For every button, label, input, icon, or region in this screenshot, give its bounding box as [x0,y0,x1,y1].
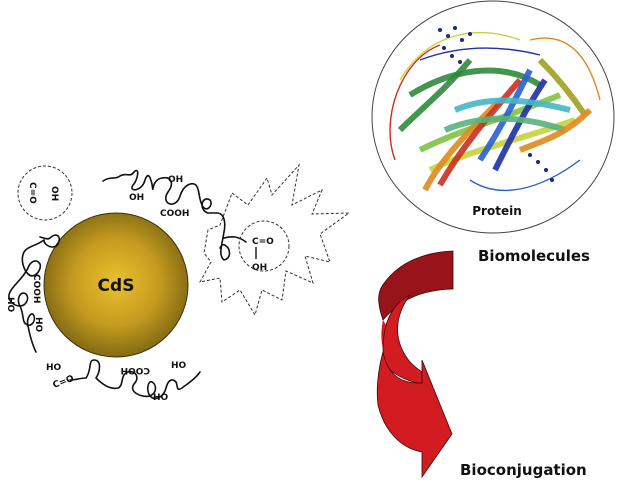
ligand-atom [450,54,454,58]
protein-beta-strand [537,57,588,117]
cds-label: CdS [98,276,135,296]
carboxyl-oh-right: OH [252,263,267,273]
ligand-atom [550,178,554,182]
ligand-atom [438,28,442,32]
biomolecule-star-outline [199,163,351,317]
bioconjugation-label: Bioconjugation [460,461,587,479]
cooh-top: COOH [160,209,189,219]
ligand-atom [442,46,446,50]
protein-loop [389,44,441,161]
protein-beta-strand [518,107,593,153]
ligand-atom [458,60,462,64]
protein-beta-strand [477,68,533,162]
ligand-atom [446,34,450,38]
ligand-atom [528,153,532,157]
ho-left-1: HO [5,297,15,313]
carboxyl-c-left: C=O [27,182,37,204]
protein-beta-strand [492,78,548,172]
cds-nanoparticle [43,212,189,358]
arrow-head [376,351,453,479]
carboxyl-dashed-circle-right [238,220,290,272]
ligand-atom [468,32,472,36]
protein-loop [469,159,581,192]
carboxyl-dashed-circle-left [17,165,73,221]
ligand-chain-left [8,234,61,353]
ligand-chain-bottom [69,359,201,400]
protein-loop [529,37,601,101]
protein-loop [399,31,521,81]
protein-beta-strand [453,97,571,113]
carboxyl-oh-left: OH [49,186,59,201]
curved-arrow-upper [378,250,454,321]
protein-label: Protein [472,204,522,218]
protein-loop [419,47,541,61]
ho-left-2: HO [33,317,43,333]
ligand-chain-top [102,169,247,261]
cooh-bottom-rotated: COOH [121,365,150,375]
biomolecules-label: Biomolecules [478,247,590,265]
carboxyl-c-right: C=O [252,237,274,247]
protein-beta-strand [437,78,523,187]
protein-beta-strand [422,97,503,192]
ligand-atom [536,160,540,164]
protein-beta-strand [397,58,473,133]
ligand-atom [453,26,457,30]
carboxyl-bottom: C=O [52,374,76,391]
ligand-atom [544,168,548,172]
oh-top-1: OH [168,175,183,185]
protein-beta-strand [443,115,566,133]
ligand-atom [460,38,464,42]
cooh-left-rotated: COOH [31,274,41,303]
ho-bottom-2: HO [171,361,187,371]
ho-bottom-3: HO [153,393,169,403]
oh-top-2: OH [129,193,144,203]
protein-ribbon-structure [389,26,601,192]
ho-bottom-1: HO [46,363,62,373]
